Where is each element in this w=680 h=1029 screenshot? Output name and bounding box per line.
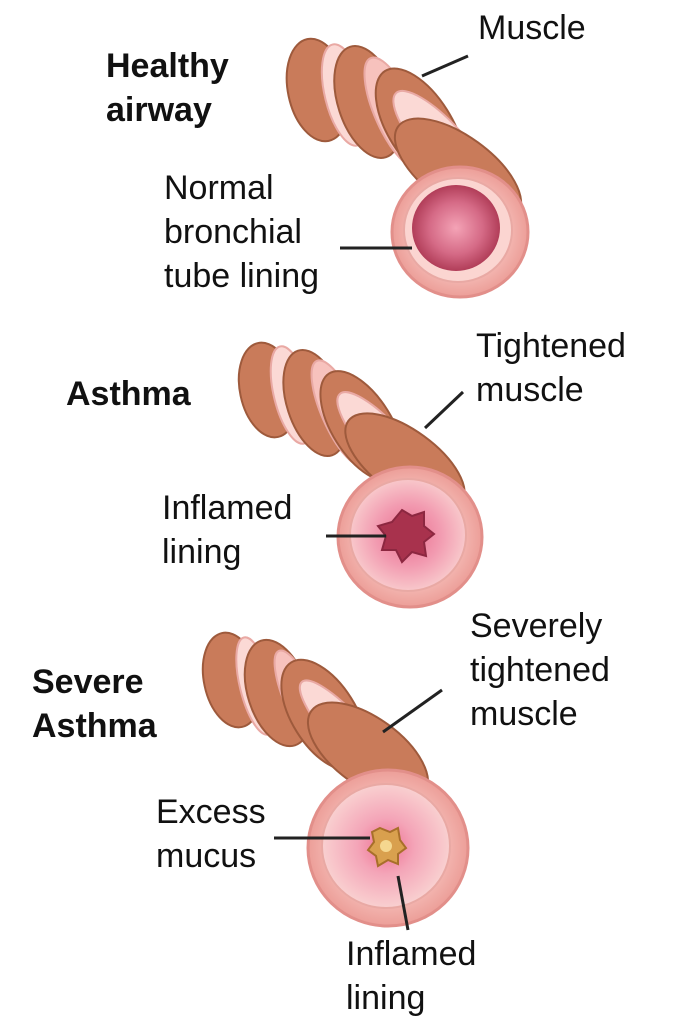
healthy-lumen (412, 185, 500, 271)
label-line: Excess (156, 790, 266, 834)
title-line: Severe (32, 663, 144, 701)
label-line: muscle (476, 368, 626, 412)
normal-lining-label: Normal bronchial tube lining (164, 166, 319, 298)
label-line: tube lining (164, 254, 319, 298)
muscle-label: Muscle (478, 6, 586, 50)
label-line: Normal (164, 166, 319, 210)
label-line: tightened (470, 648, 610, 692)
title-line: Healthy (106, 47, 229, 85)
severely-tightened-muscle-label: Severely tightened muscle (470, 604, 610, 736)
leader-tightened-muscle (425, 392, 463, 428)
title-line: airway (106, 91, 212, 129)
title-line: Asthma (66, 375, 191, 413)
leader-muscle (422, 56, 468, 76)
severe-asthma-airway-tube (195, 627, 468, 926)
severe-asthma-title: Severe Asthma (32, 660, 157, 748)
mucus-core (380, 840, 392, 852)
leader-severely-tightened-muscle (383, 690, 442, 732)
inflamed-lining-label-severe: Inflamed lining (346, 932, 476, 1020)
healthy-airway-title: Healthy airway (106, 44, 229, 132)
label-line: Severely (470, 604, 610, 648)
label-line: bronchial (164, 210, 319, 254)
asthma-title: Asthma (66, 372, 191, 416)
excess-mucus-label: Excess mucus (156, 790, 266, 878)
label-line: mucus (156, 834, 266, 878)
label-line: lining (162, 530, 292, 574)
title-line: Asthma (32, 707, 157, 745)
tightened-muscle-label: Tightened muscle (476, 324, 626, 412)
inflamed-lining-label-asthma: Inflamed lining (162, 486, 292, 574)
label-line: lining (346, 976, 476, 1020)
label-line: Inflamed (346, 932, 476, 976)
label-line: Tightened (476, 324, 626, 368)
label-line: Inflamed (162, 486, 292, 530)
label-line: Muscle (478, 6, 586, 50)
label-line: muscle (470, 692, 610, 736)
